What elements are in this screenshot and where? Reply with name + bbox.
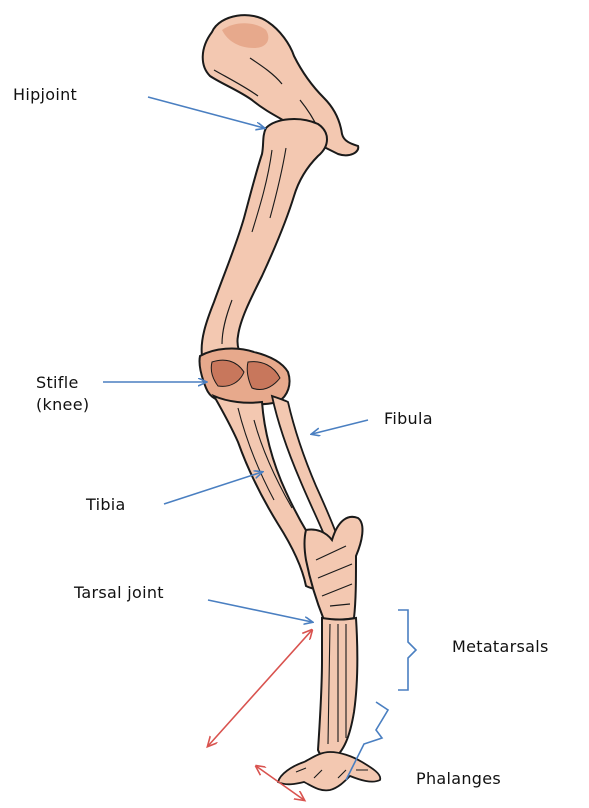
- tibia-arrow: [164, 472, 262, 504]
- phalanges-bones: [278, 752, 380, 790]
- tarsal-joint-arrow: [208, 600, 312, 622]
- label-stifle: Stifle (knee): [36, 372, 89, 416]
- hip-joint-arrow: [148, 97, 264, 128]
- label-fibula: Fibula: [384, 408, 433, 430]
- label-phalanges: Phalanges: [416, 768, 501, 790]
- label-hip-joint: Hipjoint: [13, 84, 77, 106]
- label-tarsal-joint: Tarsal joint: [74, 582, 164, 604]
- metatarsals-bracket: [398, 610, 416, 690]
- label-metatarsals: Metatarsals: [452, 636, 549, 658]
- label-tibia: Tibia: [86, 494, 126, 516]
- metatarsal-length-arrow: [208, 630, 312, 746]
- femur-bone: [202, 119, 327, 365]
- fibula-arrow: [312, 420, 368, 434]
